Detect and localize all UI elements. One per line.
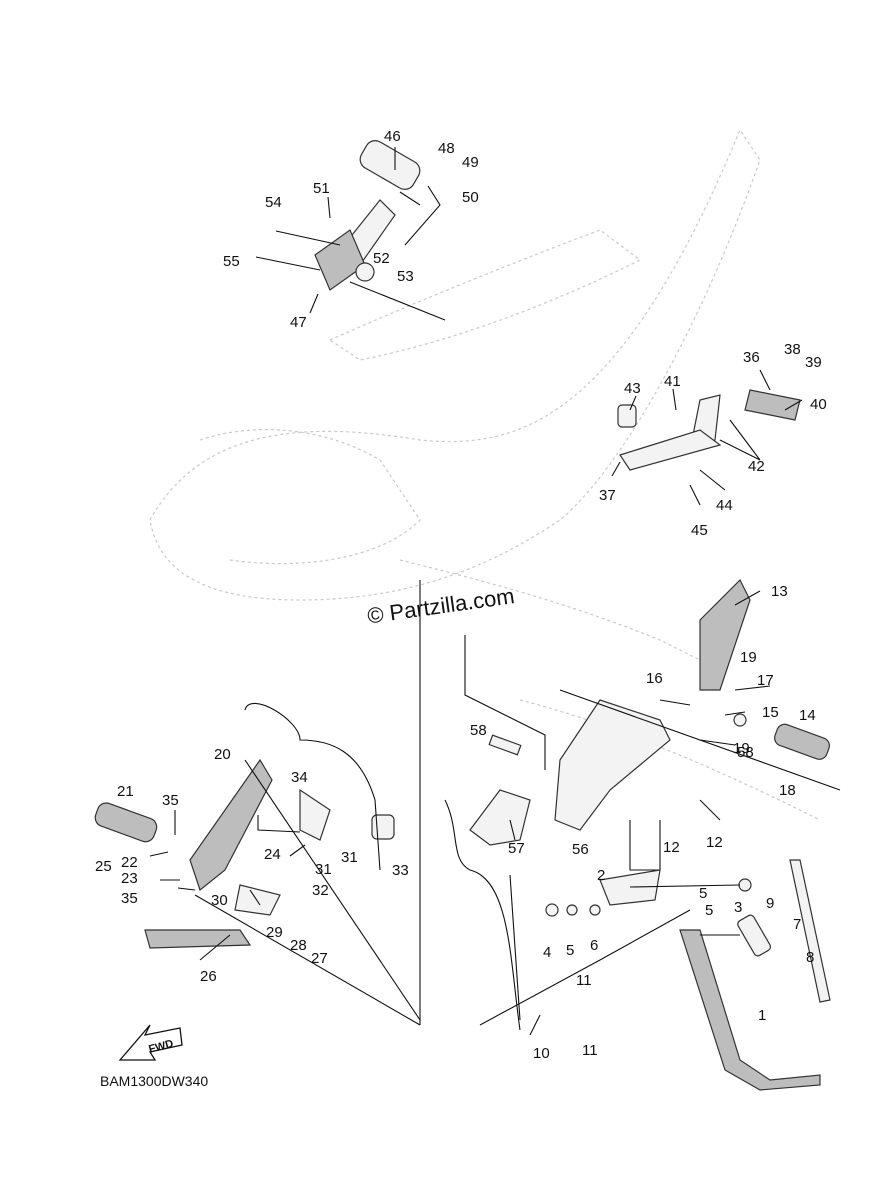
callout-34: 34 [291,769,308,786]
callout-12: 12 [663,839,680,856]
callout-33: 33 [392,862,409,879]
callout-21: 21 [117,783,134,800]
callout-35b: 35 [121,890,138,907]
callout-41: 41 [664,373,681,390]
callout-58: 58 [470,722,487,739]
rear-footrest-upper-group [255,140,446,321]
callout-47: 47 [290,314,307,331]
callout-57: 57 [508,840,525,857]
callout-5c: 5 [566,942,574,959]
callout-5: 5 [699,885,707,902]
callout-39: 39 [805,354,822,371]
callout-43: 43 [624,380,641,397]
watermark-text: © Partzilla.com [366,583,516,628]
callout-56: 56 [572,841,589,858]
callout-23: 23 [121,870,138,887]
fwd-arrow-icon: FWD [118,1024,183,1061]
callout-58b: 58 [737,744,754,761]
callout-19: 19 [740,649,757,666]
callout-14: 14 [799,707,816,724]
callout-3: 3 [734,899,742,916]
callout-1: 1 [758,1007,766,1024]
callout-45: 45 [691,522,708,539]
callout-52: 52 [373,250,390,267]
callout-32: 32 [312,882,329,899]
callout-27: 27 [311,950,328,967]
callout-44: 44 [716,497,733,514]
callout-10: 10 [533,1045,550,1062]
callout-6: 6 [590,937,598,954]
callout-35: 35 [162,792,179,809]
callout-37: 37 [599,487,616,504]
callout-26: 26 [200,968,217,985]
callout-48: 48 [438,140,455,157]
callout-9: 9 [766,895,774,912]
callout-31: 31 [315,861,332,878]
callout-24: 24 [264,846,281,863]
front-footrest-left-group [94,702,421,1026]
callout-18: 18 [779,782,796,799]
callout-53: 53 [397,268,414,285]
callout-55: 55 [223,253,240,270]
callout-19b: 19 [733,740,750,757]
callout-46: 46 [384,128,401,145]
bracket-57-group [464,635,546,846]
callout-12b: 12 [706,834,723,851]
callout-15: 15 [762,704,779,721]
front-footrest-right-group [554,578,841,871]
callout-36: 36 [743,349,760,366]
callout-7: 7 [793,916,801,933]
callout-11: 11 [576,972,592,989]
callout-13: 13 [771,583,788,600]
diagram-code: BAM1300DW340 [100,1073,208,1089]
callout-5b: 5 [705,902,713,919]
callout-30: 30 [211,892,228,909]
callout-11b: 11 [582,1042,598,1059]
callout-labels: 46 48 49 50 51 54 55 52 53 47 36 38 39 4… [95,128,827,1062]
callout-2: 2 [597,867,605,884]
callout-8: 8 [806,949,814,966]
callout-38: 38 [784,341,801,358]
callout-40: 40 [810,396,827,413]
callout-20: 20 [214,746,231,763]
callout-22: 22 [121,854,138,871]
callout-28: 28 [290,937,307,954]
callout-42: 42 [748,458,765,475]
callout-49: 49 [462,154,479,171]
side-stand-group [444,799,831,1091]
callout-54: 54 [265,194,282,211]
ghost-frame-outline [149,128,821,821]
callout-17: 17 [757,672,774,689]
rear-footrest-right-group [611,369,803,506]
callout-25: 25 [95,858,112,875]
callout-16: 16 [646,670,663,687]
callout-51: 51 [313,180,330,197]
callout-4: 4 [543,944,551,961]
callout-29: 29 [266,924,283,941]
callout-50: 50 [462,189,479,206]
callout-31b: 31 [341,849,358,866]
